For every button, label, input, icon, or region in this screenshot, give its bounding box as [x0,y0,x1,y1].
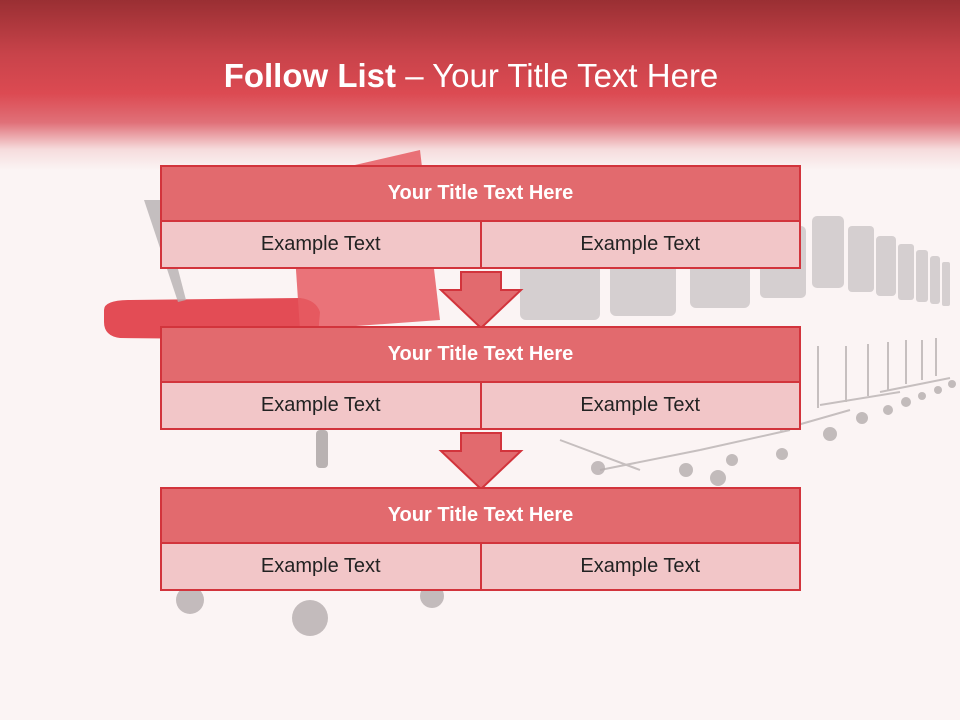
down-arrow-icon [438,271,524,330]
slide-title-rest: – Your Title Text Here [396,57,719,94]
step-row: Example Text Example Text [160,381,801,430]
step-title: Your Title Text Here [160,487,801,544]
slide-title: Follow List – Your Title Text Here [0,54,942,98]
step-box-1: Your Title Text Here Example Text Exampl… [160,165,801,269]
step-row: Example Text Example Text [160,542,801,591]
step-text-right: Example Text [479,381,801,430]
step-text-left: Example Text [160,220,482,269]
header-band [0,0,960,170]
step-box-2: Your Title Text Here Example Text Exampl… [160,326,801,430]
step-title: Your Title Text Here [160,326,801,383]
step-text-right: Example Text [479,542,801,591]
step-title: Your Title Text Here [160,165,801,222]
step-text-right: Example Text [479,220,801,269]
down-arrow-icon [438,432,524,491]
step-text-left: Example Text [160,542,482,591]
slide-title-bold: Follow List [223,57,397,94]
step-box-3: Your Title Text Here Example Text Exampl… [160,487,801,591]
step-text-left: Example Text [160,381,482,430]
step-row: Example Text Example Text [160,220,801,269]
